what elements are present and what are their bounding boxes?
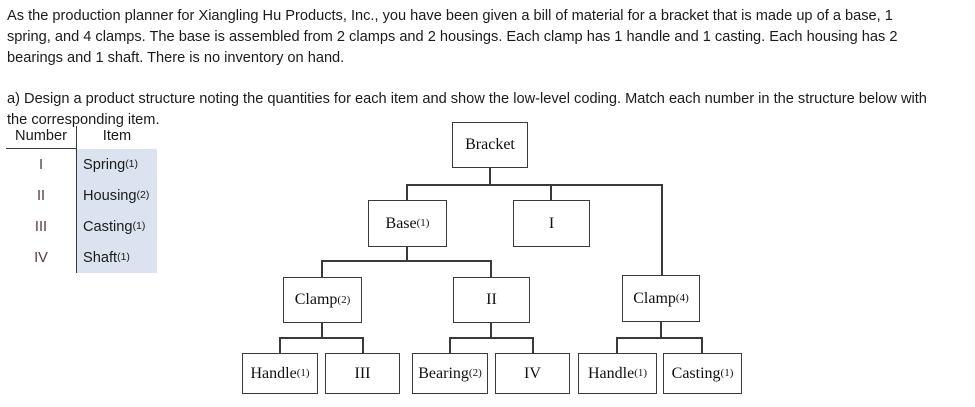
node-label: IV — [524, 364, 541, 382]
matching-table: Number Item I Spring(1) II Housing(2) II… — [6, 126, 157, 273]
node-label: Base — [385, 214, 417, 232]
row-item: Shaft(1) — [76, 242, 157, 273]
node-label: III — [354, 364, 371, 382]
node-qty: (1) — [296, 367, 310, 379]
connector-to-handle-left — [279, 337, 281, 353]
node-label: Bracket — [465, 136, 515, 153]
node-roman-2: II — [453, 277, 530, 323]
node-label: I — [548, 214, 555, 232]
connector-to-roman2 — [490, 260, 492, 277]
problem-text-line: As the production planner for Xiangling … — [7, 8, 893, 24]
connector-clamp2-down — [321, 323, 323, 338]
connector-roman2-children — [449, 337, 534, 339]
node-handle-left: Handle(1) — [242, 353, 318, 394]
node-qty: (2) — [468, 367, 482, 379]
item-label: Housing — [83, 187, 137, 204]
node-qty: (1) — [416, 217, 430, 229]
table-row: I Spring(1) — [6, 149, 157, 180]
problem-statement: As the production planner for Xiangling … — [7, 6, 973, 131]
node-qty: (2) — [337, 293, 351, 306]
problem-text-line: bearings and 1 shaft. There is no invent… — [7, 50, 345, 66]
connector-to-casting — [701, 337, 703, 353]
col-header-number: Number — [6, 126, 76, 149]
node-casting: Casting(1) — [663, 353, 742, 394]
node-label: II — [486, 291, 497, 308]
node-qty: (1) — [634, 367, 648, 379]
connector-roman2-down — [490, 322, 492, 338]
row-item: Spring(1) — [76, 149, 157, 180]
connector-to-clamp4 — [661, 184, 663, 275]
node-roman-3: III — [325, 353, 400, 394]
connector-level2 — [321, 260, 492, 262]
col-header-item: Item — [76, 126, 157, 149]
node-roman-1: I — [513, 200, 590, 247]
node-qty: (1) — [720, 367, 734, 379]
item-qty: (1) — [117, 251, 130, 264]
node-label: Casting — [671, 364, 721, 382]
node-label: Clamp — [633, 289, 676, 307]
table-row: IV Shaft(1) — [6, 242, 157, 273]
item-qty: (1) — [125, 158, 139, 171]
node-label: Handle — [250, 364, 297, 382]
table-row: II Housing(2) — [6, 180, 157, 211]
node-label: Handle — [587, 364, 635, 382]
node-label: Bearing — [418, 364, 469, 382]
connector-bracket-down — [489, 168, 491, 186]
row-number: II — [36, 187, 46, 204]
table-row: III Casting(1) — [6, 211, 157, 242]
row-number: III — [34, 218, 48, 235]
node-handle-right: Handle(1) — [578, 353, 657, 394]
question-a-line: the corresponding item. — [7, 112, 160, 128]
node-bearing: Bearing(2) — [412, 353, 488, 394]
connector-clamp4-down — [660, 322, 662, 338]
connector-to-roman4 — [532, 337, 534, 353]
table-header-row: Number Item — [6, 126, 157, 149]
connector-to-roman3 — [362, 337, 364, 353]
connector-to-clamp2 — [321, 260, 323, 277]
row-number: I — [38, 156, 44, 173]
item-label: Shaft — [83, 249, 118, 266]
connector-to-bearing — [449, 337, 451, 353]
row-number: IV — [34, 249, 48, 266]
node-qty: (4) — [675, 292, 689, 304]
connector-base-down — [406, 247, 408, 261]
node-bracket: Bracket — [452, 122, 528, 168]
row-item: Casting(1) — [76, 211, 157, 242]
node-clamp-4: Clamp(4) — [622, 275, 700, 322]
item-qty: (2) — [136, 189, 150, 202]
connector-to-handle-right — [616, 337, 618, 353]
connector-clamp4-children — [616, 337, 703, 339]
node-clamp-2: Clamp(2) — [283, 277, 362, 323]
connector-to-roman1 — [550, 184, 552, 200]
item-qty: (1) — [132, 220, 146, 233]
question-a-line: a) Design a product structure noting the… — [7, 91, 927, 107]
connector-clamp2-children — [279, 337, 364, 339]
item-label: Spring — [83, 156, 126, 173]
connector-to-base — [406, 184, 408, 200]
problem-text-line: spring, and 4 clamps. The base is assemb… — [7, 29, 898, 45]
item-label: Casting — [83, 218, 133, 235]
node-roman-4: IV — [495, 353, 570, 394]
node-label: Clamp — [294, 291, 338, 308]
row-item: Housing(2) — [76, 180, 157, 211]
connector-level1 — [407, 184, 663, 186]
node-base: Base(1) — [368, 200, 447, 247]
